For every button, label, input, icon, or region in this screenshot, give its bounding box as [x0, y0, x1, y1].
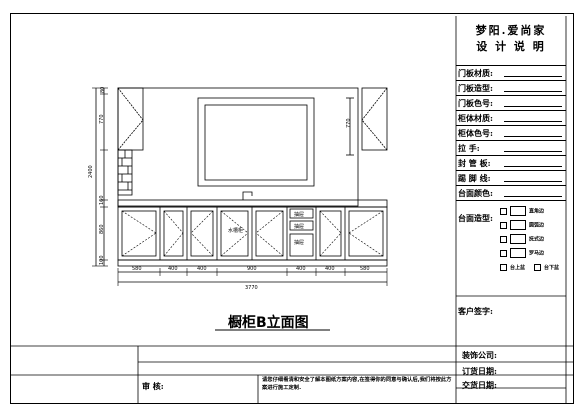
base-cabinets [117, 206, 388, 261]
dim-left-770: 770 [99, 114, 105, 124]
dim-height-total: 2400 [88, 165, 94, 178]
review-label: 审 核: [142, 381, 164, 391]
dim-left-160: 160 [99, 195, 105, 205]
dim-400-4: 400 [325, 266, 335, 272]
company-name: 梦阳.爱尚家 [475, 24, 547, 37]
field-countertop-color: 台面颜色: [456, 186, 566, 201]
left-upper-cabinet [117, 87, 144, 151]
field-door-material: 门板材质: [456, 66, 566, 81]
wall-outline [117, 87, 359, 207]
checkbox-icon [534, 264, 541, 271]
dim-400-1: 400 [168, 266, 178, 272]
field-door-color: 门板色号: [456, 96, 566, 111]
company-block: 梦阳.爱尚家 设 计 说 明 [456, 16, 566, 66]
field-seal-board: 封 管 板: [456, 156, 566, 171]
checkbox-icon [500, 221, 507, 229]
decor-company-label: 装饰公司: [462, 350, 497, 360]
drawer-label-2: 抽屉 [294, 223, 304, 230]
sink-cabinet-label: 水槽柜 [228, 227, 243, 234]
checkbox-icon [500, 264, 507, 271]
profile-icon [510, 206, 526, 216]
order-date-label: 订货日期: [462, 366, 497, 376]
drawer-label-3: 抽屉 [294, 239, 304, 246]
countertop-shape-label: 台面造型: [458, 213, 493, 223]
window [197, 97, 315, 187]
drawer-label-1: 抽屉 [294, 211, 304, 218]
design-notes-title: 设 计 说 明 [476, 40, 546, 53]
option-roman[interactable]: 罗马边 [500, 248, 544, 258]
drawing-sheet [10, 13, 574, 404]
profile-icon [510, 234, 526, 244]
profile-icon [510, 248, 526, 258]
delivery-date-label: 交货日期: [462, 380, 497, 390]
dim-400-3: 400 [296, 266, 306, 272]
checkbox-icon [500, 249, 507, 257]
dim-400-2: 400 [197, 266, 207, 272]
checkbox-icon [500, 207, 507, 215]
dim-left-80: 80 [100, 87, 106, 93]
field-door-style: 门板造型: [456, 81, 566, 96]
toe-kick [117, 259, 388, 267]
dim-580-left: 580 [132, 266, 142, 272]
field-skirting: 踢 脚 线: [456, 171, 566, 186]
dim-900: 900 [247, 266, 257, 272]
option-round[interactable]: 圆弧边 [500, 220, 544, 230]
option-under-sink[interactable]: 台下盆 [534, 264, 559, 271]
checkbox-icon [500, 235, 507, 243]
option-over-sink[interactable]: 台上盆 [500, 264, 525, 271]
customer-notice: 请您仔细看清和安全了解本图纸方案内容,在签得你的同意与确认后,我们将按此方案进行… [262, 377, 452, 391]
drawing-title: 橱柜B立面图 [228, 315, 309, 331]
dim-580-right: 580 [360, 266, 370, 272]
right-upper-cabinet [361, 87, 388, 151]
field-body-material: 柜体材质: [456, 111, 566, 126]
dim-window: 770 [346, 118, 352, 128]
profile-icon [510, 220, 526, 230]
customer-signature-label: 客户签字: [458, 306, 493, 316]
option-right-angle[interactable]: 直角边 [500, 206, 544, 216]
field-handle: 拉 手: [456, 141, 566, 156]
dim-total: 3770 [245, 285, 258, 291]
dim-left-860: 860 [99, 224, 105, 234]
dim-left-100: 100 [99, 255, 105, 265]
field-body-color: 柜体色号: [456, 126, 566, 141]
option-smooth[interactable]: 抚式边 [500, 234, 544, 244]
